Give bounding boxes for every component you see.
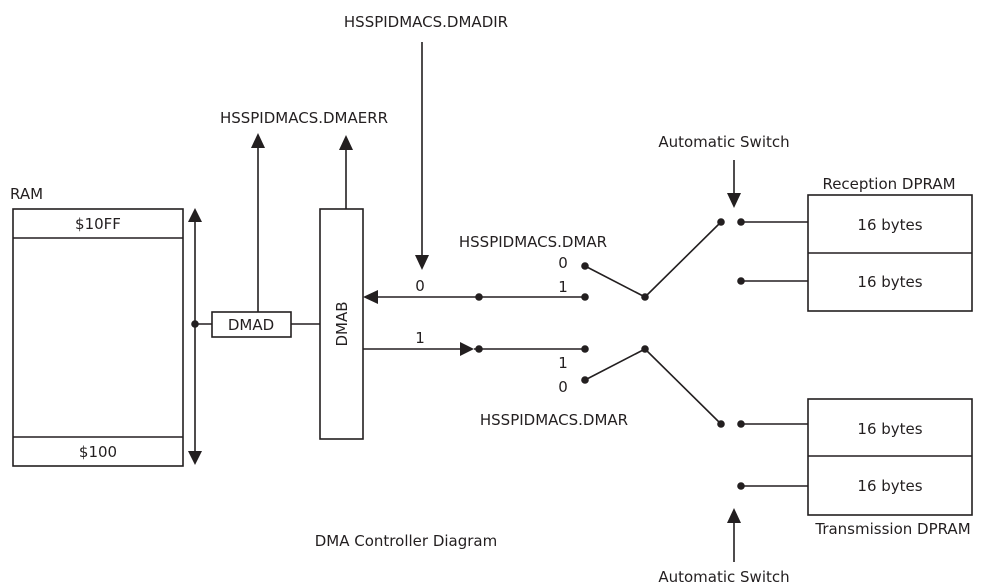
- top-automatic-switch-arrow: [727, 193, 741, 208]
- ram-label: RAM: [10, 185, 43, 203]
- transmission-cell: 16 bytes: [857, 477, 922, 495]
- dmadir-arrow: [415, 255, 429, 270]
- transmission-dpram: [807, 398, 973, 516]
- transmission-cell: 16 bytes: [857, 420, 922, 438]
- transmit-junction-dot: [475, 345, 483, 353]
- dmab-block: [319, 208, 364, 440]
- dmar-bottom-zero: 0: [558, 378, 568, 396]
- receive-switch-contact-1: [581, 293, 589, 301]
- dmar-top-zero: 0: [558, 254, 568, 272]
- bottom-automatic-switch-arrow: [727, 508, 741, 523]
- dmab-label: DMAB: [333, 301, 351, 346]
- dmar-bottom-label: HSSPIDMACS.DMAR: [480, 411, 628, 429]
- dmar-bottom-one: 1: [558, 354, 568, 372]
- ram-block: [12, 208, 184, 467]
- reception-cell: 16 bytes: [857, 216, 922, 234]
- transmit-path-arrow: [460, 342, 474, 356]
- transmission-switch-pole: [717, 420, 725, 428]
- dmaerr-label: HSSPIDMACS.DMAERR: [220, 109, 388, 127]
- dmadir-label: HSSPIDMACS.DMADIR: [344, 13, 508, 31]
- dmar-top-one: 1: [558, 278, 568, 296]
- dmad-block: [211, 311, 292, 338]
- ram-bottom-address: $100: [79, 443, 117, 461]
- receive-junction-dot: [475, 293, 483, 301]
- dmar-top-label: HSSPIDMACS.DMAR: [459, 233, 607, 251]
- ram-top-address: $10FF: [75, 215, 121, 233]
- diagram-caption: DMA Controller Diagram: [315, 532, 497, 550]
- dmar-top-switch-arm: [584, 265, 646, 298]
- ram-address-up-arrow: [188, 208, 202, 222]
- ram-address-down-arrow: [188, 451, 202, 465]
- dmab-up-arrow: [339, 135, 353, 150]
- reception-cell: 16 bytes: [857, 273, 922, 291]
- receive-path-arrow: [363, 290, 378, 304]
- top-automatic-switch-label: Automatic Switch: [658, 133, 789, 151]
- transmit-path-one: 1: [415, 329, 425, 347]
- transmit-switch-contact-1: [581, 345, 589, 353]
- reception-dpram-title: Reception DPRAM: [822, 175, 955, 193]
- receive-path-zero: 0: [415, 277, 425, 295]
- transmission-dpram-title: Transmission DPRAM: [814, 520, 970, 538]
- reception-switch-link: [644, 221, 722, 298]
- dmar-bottom-switch-arm: [584, 348, 646, 381]
- transmission-switch-link: [644, 348, 722, 425]
- dmaerr-arrow: [251, 133, 265, 148]
- reception-switch-pole: [717, 218, 725, 226]
- bottom-automatic-switch-label: Automatic Switch: [658, 568, 789, 586]
- dmad-label: DMAD: [228, 316, 274, 334]
